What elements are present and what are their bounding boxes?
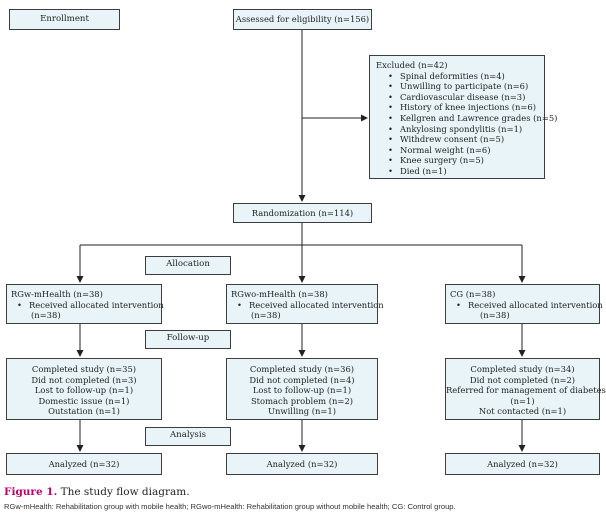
enrollment-label: Enrollment (9, 9, 120, 30)
group1-allocation-item: Received allocated intervention (15, 300, 164, 311)
group1-followup-line: Outstation (n=1) (48, 406, 120, 417)
group3-followup-line: Did not completed (n=2) (469, 374, 576, 385)
group3-allocation-box: CG (n=38) Received allocated interventio… (445, 284, 603, 324)
excluded-item: Unwilling to participate (n=6) (386, 81, 538, 92)
analysis-label: Analysis (145, 427, 231, 446)
group3-allocation-item: Received allocated intervention (454, 300, 603, 311)
figure-footnote: RGw-mHealth: Rehabilitation group with m… (4, 502, 456, 511)
group3-allocation-n: (n=38) (480, 310, 510, 321)
assessed-box: Assessed for eligibility (n=156) (233, 9, 372, 30)
group1-followup-line: Completed study (n=35) (31, 364, 137, 374)
allocation-label: Allocation (145, 256, 231, 275)
group3-followup-line: Not contacted (n=1) (478, 406, 567, 417)
excluded-title: Excluded (n=42) (376, 60, 448, 70)
group2-followup-line: Lost to follow-up (n=1) (252, 385, 352, 396)
group1-allocation-n: (n=38) (31, 310, 61, 321)
excluded-box: Excluded (n=42) Spinal deformities (n=4)… (369, 55, 557, 179)
group2-allocation-n: (n=38) (251, 310, 281, 321)
excluded-item: Spinal deformities (n=4) (386, 71, 538, 82)
group2-allocation-title: RGwo-mHealth (n=38) (231, 289, 328, 299)
excluded-item: Ankylosing spondylitis (n=1) (386, 124, 538, 135)
group1-followup-box: Completed study (n=35) Did not completed… (6, 358, 162, 420)
group3-allocation-title: CG (n=38) (450, 289, 496, 299)
excluded-item: Died (n=1) (386, 166, 538, 177)
excluded-item: Knee surgery (n=5) (386, 155, 538, 166)
figure-label: Figure 1. (4, 486, 58, 498)
excluded-item: Withdrew consent (n=5) (386, 134, 538, 145)
group1-followup-line: Lost to follow-up (n=1) (34, 385, 134, 396)
group2-analyzed-box: Analyzed (n=32) (226, 453, 378, 475)
group3-followup-line: Completed study (n=34) (470, 364, 575, 374)
group1-followup-line: Domestic issue (n=1) (38, 395, 130, 406)
group2-followup-line: Stomach problem (n=2) (250, 395, 354, 406)
group2-allocation-box: RGwo-mHealth (n=38) Received allocated i… (226, 284, 384, 324)
excluded-item: Cardiovascular disease (n=3) (386, 92, 538, 103)
excluded-item: Kellgren and Lawrence grades (n=5) (386, 113, 557, 124)
group1-followup-line: Did not completed (n=3) (31, 374, 137, 385)
group3-analyzed-box: Analyzed (n=32) (445, 453, 600, 475)
randomization-box: Randomization (n=114) (233, 203, 372, 223)
group2-followup-line: Completed study (n=36) (249, 364, 355, 374)
figure-caption: Figure 1. The study flow diagram. (4, 486, 190, 498)
group3-followup-line: (n=1) (510, 395, 535, 406)
group2-followup-line: Unwilling (n=1) (267, 406, 337, 417)
group1-allocation-box: RGw-mHealth (n=38) Received allocated in… (6, 284, 164, 324)
group3-followup-box: Completed study (n=34) Did not completed… (445, 358, 606, 420)
excluded-item: Normal weight (n=6) (386, 145, 538, 156)
group3-followup-line: Referred for management of diabetes (446, 385, 606, 396)
followup-label: Follow-up (145, 330, 231, 349)
group2-allocation-item: Received allocated intervention (235, 300, 384, 311)
group1-allocation-title: RGw-mHealth (n=38) (11, 289, 103, 299)
group2-followup-line: Did not completed (n=4) (249, 374, 355, 385)
group2-followup-box: Completed study (n=36) Did not completed… (226, 358, 378, 420)
excluded-item: History of knee injections (n=6) (386, 102, 538, 113)
group1-analyzed-box: Analyzed (n=32) (6, 453, 162, 475)
figure-caption-text: The study flow diagram. (60, 486, 190, 498)
